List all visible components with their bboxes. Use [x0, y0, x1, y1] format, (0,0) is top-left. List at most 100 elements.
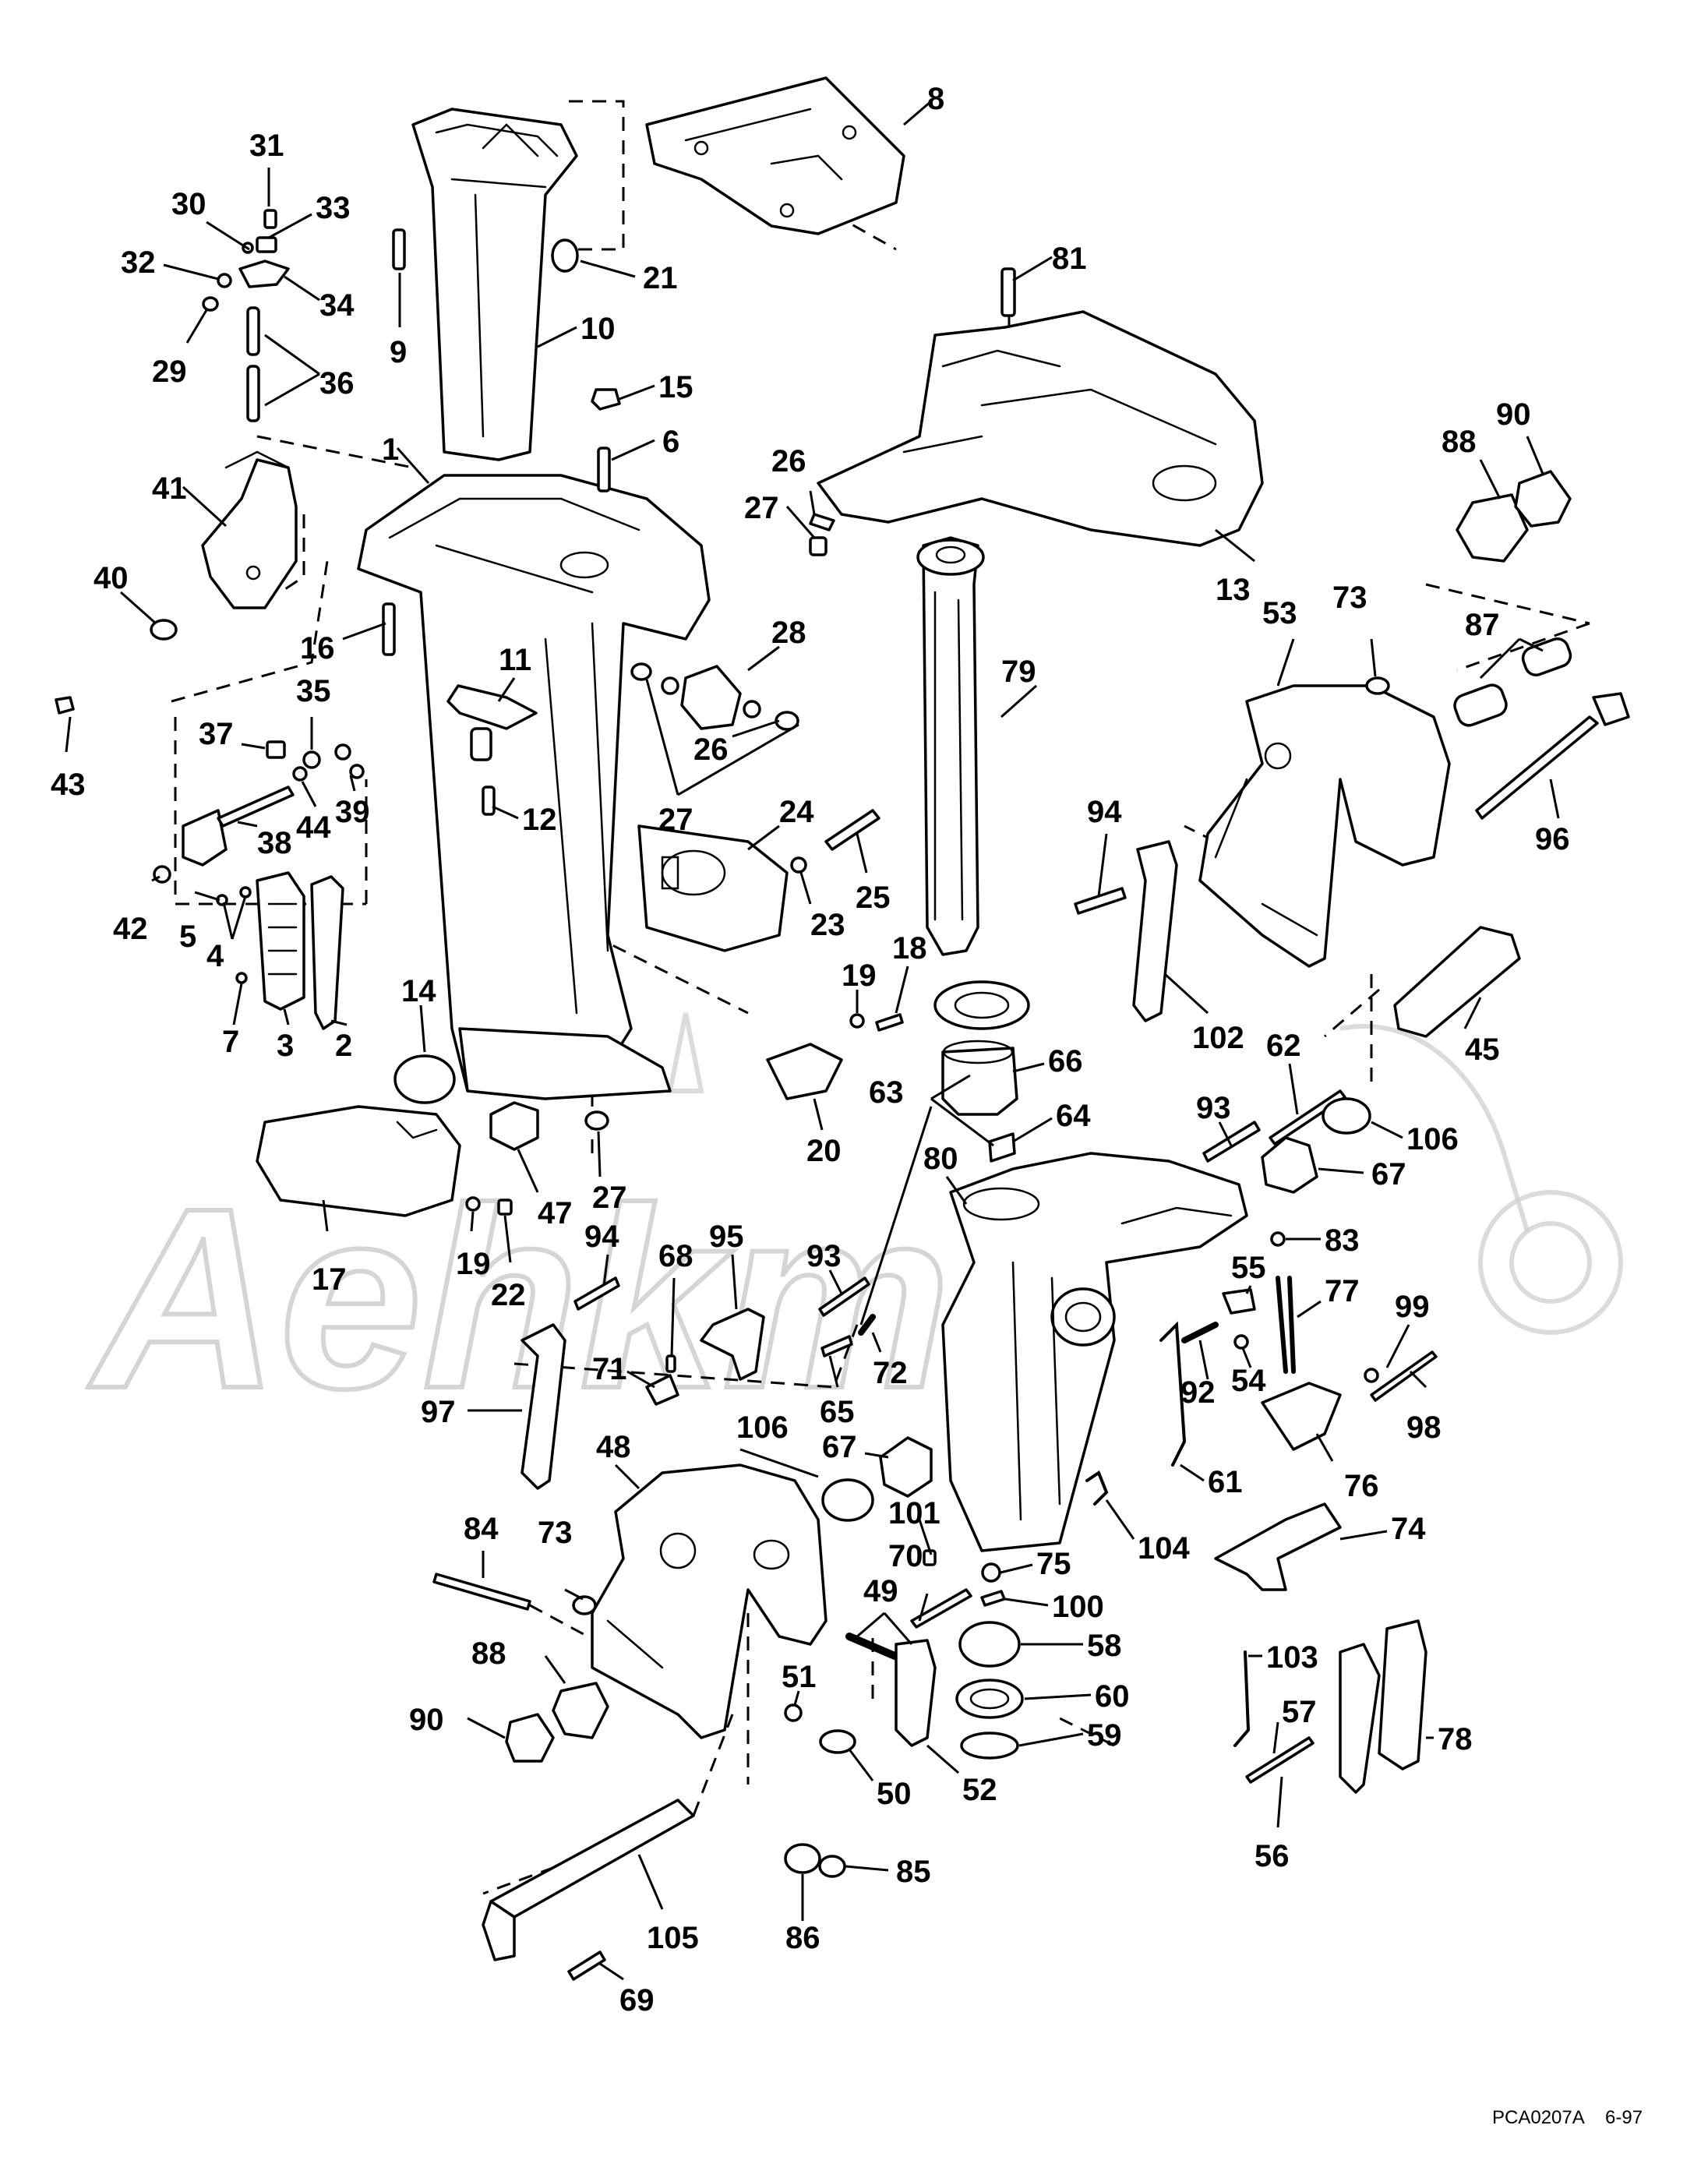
pin-93b	[818, 1276, 870, 1317]
screw-69	[567, 1950, 606, 1981]
callout-51: 51	[782, 1660, 817, 1694]
callout-4: 4	[206, 939, 224, 973]
callout-71: 71	[592, 1352, 627, 1386]
nut-33	[256, 236, 277, 253]
bolt-16	[382, 602, 396, 656]
callout-61: 61	[1208, 1465, 1243, 1499]
plug-21	[551, 238, 579, 273]
callout-45: 45	[1465, 1033, 1500, 1067]
callout-103: 103	[1266, 1640, 1318, 1675]
callout-53: 53	[1262, 596, 1297, 630]
callout-95: 95	[709, 1220, 744, 1254]
watermark: Aehkm	[83, 1012, 1623, 1444]
mount-47	[489, 1101, 539, 1151]
callout-37: 37	[199, 717, 234, 751]
screw-42	[153, 865, 171, 884]
screw-68	[665, 1354, 676, 1373]
callout-55: 55	[1231, 1251, 1266, 1285]
exhaust-housing-1	[357, 474, 711, 1100]
clip-71	[645, 1374, 679, 1406]
callout-94a: 94	[1087, 795, 1122, 829]
callout-56: 56	[1255, 1839, 1290, 1873]
bracket-105	[482, 1799, 695, 1961]
pin-29	[202, 296, 219, 312]
callout-29: 29	[152, 355, 187, 389]
screw-65	[820, 1335, 853, 1357]
nut-15	[591, 388, 621, 411]
callout-83: 83	[1325, 1223, 1360, 1258]
callout-34: 34	[319, 288, 355, 323]
parts	[55, 76, 1630, 1981]
mount-28	[661, 665, 761, 730]
washer-44	[292, 766, 308, 782]
callout-43: 43	[51, 768, 86, 802]
callout-93a: 93	[1196, 1091, 1231, 1125]
callout-24: 24	[779, 795, 814, 829]
pin-62	[1269, 1089, 1346, 1146]
friction-38	[182, 785, 295, 867]
lever-74	[1214, 1502, 1342, 1591]
pin-32	[217, 273, 232, 288]
callout-90b: 90	[409, 1703, 444, 1737]
callout-77: 77	[1325, 1274, 1360, 1308]
bolt-81	[1000, 267, 1016, 317]
screw-4	[239, 886, 252, 898]
callout-41: 41	[152, 471, 187, 506]
callout-97: 97	[421, 1395, 456, 1429]
callout-19b: 19	[456, 1247, 491, 1281]
washer-35	[302, 750, 321, 769]
callout-88a: 88	[1442, 425, 1477, 459]
callout-12: 12	[522, 803, 557, 837]
bracket-95	[700, 1308, 765, 1381]
washer-106a	[1322, 1097, 1371, 1135]
callout-35: 35	[296, 674, 331, 708]
spring-100	[980, 1590, 1006, 1607]
callout-101: 101	[888, 1496, 940, 1530]
callout-85: 85	[896, 1855, 931, 1889]
callout-100: 100	[1052, 1590, 1104, 1624]
callout-14: 14	[401, 974, 436, 1008]
callout-98: 98	[1406, 1410, 1442, 1445]
clip-104	[1085, 1470, 1109, 1506]
callout-70: 70	[888, 1539, 923, 1573]
rod-61	[1159, 1321, 1187, 1467]
callout-21: 21	[643, 261, 678, 295]
nut-73a	[1365, 676, 1390, 695]
callout-38: 38	[257, 826, 292, 860]
callout-68: 68	[658, 1239, 693, 1273]
tilt-rod-96	[1475, 692, 1630, 820]
callout-80: 80	[923, 1142, 958, 1176]
cap-90a	[1514, 470, 1572, 528]
callout-104: 104	[1138, 1531, 1190, 1566]
screw-43	[55, 696, 75, 715]
callout-22: 22	[491, 1278, 526, 1312]
callout-48: 48	[596, 1430, 631, 1464]
callout-13: 13	[1216, 573, 1251, 607]
nut-88b	[552, 1682, 609, 1739]
callout-102: 102	[1192, 1021, 1244, 1055]
washer-23	[790, 856, 807, 874]
callout-58: 58	[1087, 1629, 1122, 1663]
nut-88a	[1456, 493, 1529, 563]
callout-88b: 88	[471, 1636, 506, 1671]
callout-39: 39	[335, 795, 370, 829]
liner-64	[988, 1132, 1016, 1163]
callout-62: 62	[1266, 1029, 1301, 1063]
anode-3	[256, 871, 305, 1011]
callout-94b: 94	[584, 1220, 619, 1254]
callout-67b: 67	[822, 1430, 857, 1464]
callout-44: 44	[296, 810, 331, 845]
callout-57: 57	[1282, 1695, 1317, 1729]
callout-78: 78	[1438, 1722, 1473, 1756]
plate-2	[310, 875, 344, 1030]
callout-8: 8	[927, 82, 944, 116]
pin-57	[1245, 1736, 1315, 1784]
callout-92: 92	[1180, 1375, 1216, 1410]
callout-26a: 26	[771, 444, 806, 478]
callout-96: 96	[1535, 822, 1570, 856]
callout-67a: 67	[1371, 1157, 1406, 1191]
swivel-tube-79	[916, 536, 985, 956]
callout-65: 65	[820, 1395, 855, 1429]
callout-26b: 26	[693, 733, 729, 767]
